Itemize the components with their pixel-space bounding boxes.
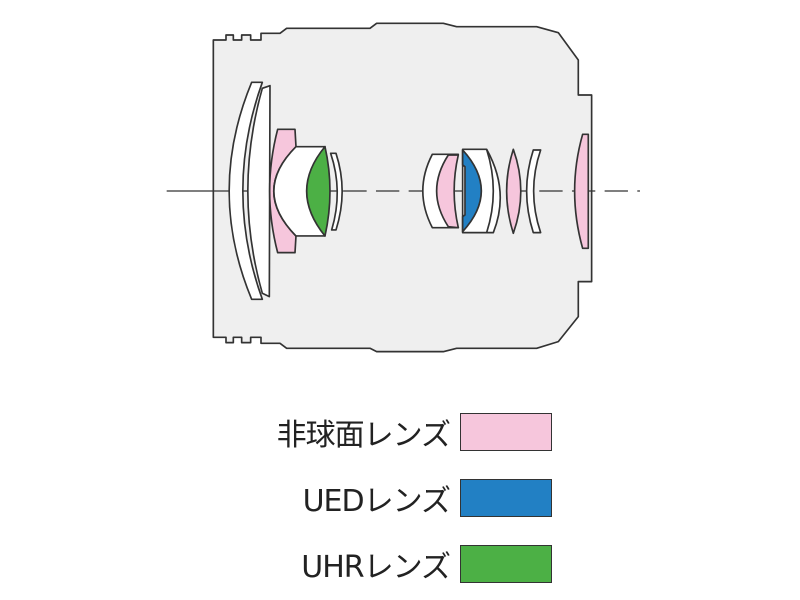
lens-barrel	[212, 22, 593, 353]
legend-item-ued: UEDレンズ	[0, 478, 552, 519]
aspherical-lens-4	[573, 133, 590, 250]
legend-swatch-uhr	[460, 545, 552, 583]
aspherical-lens-3	[505, 148, 522, 235]
lens-element-1	[228, 81, 264, 301]
legend-label-uhr: UHRレンズ	[301, 550, 451, 585]
ued-lens	[461, 149, 482, 233]
uhr-lens	[305, 145, 331, 237]
aspherical-lens-2	[435, 154, 460, 229]
lens-element-2	[247, 84, 271, 298]
lens-element-6	[329, 152, 343, 231]
lens-element-9-surface	[485, 149, 495, 233]
legend-item-uhr: UHRレンズ	[0, 544, 552, 585]
legend-label-ued: UEDレンズ	[302, 484, 451, 519]
lens-element-11	[525, 149, 542, 234]
legend-swatch-aspherical	[460, 413, 552, 451]
legend-label-aspherical: 非球面レンズ	[276, 418, 451, 453]
legend-item-aspherical: 非球面レンズ	[0, 412, 552, 453]
legend-swatch-ued	[460, 479, 552, 517]
